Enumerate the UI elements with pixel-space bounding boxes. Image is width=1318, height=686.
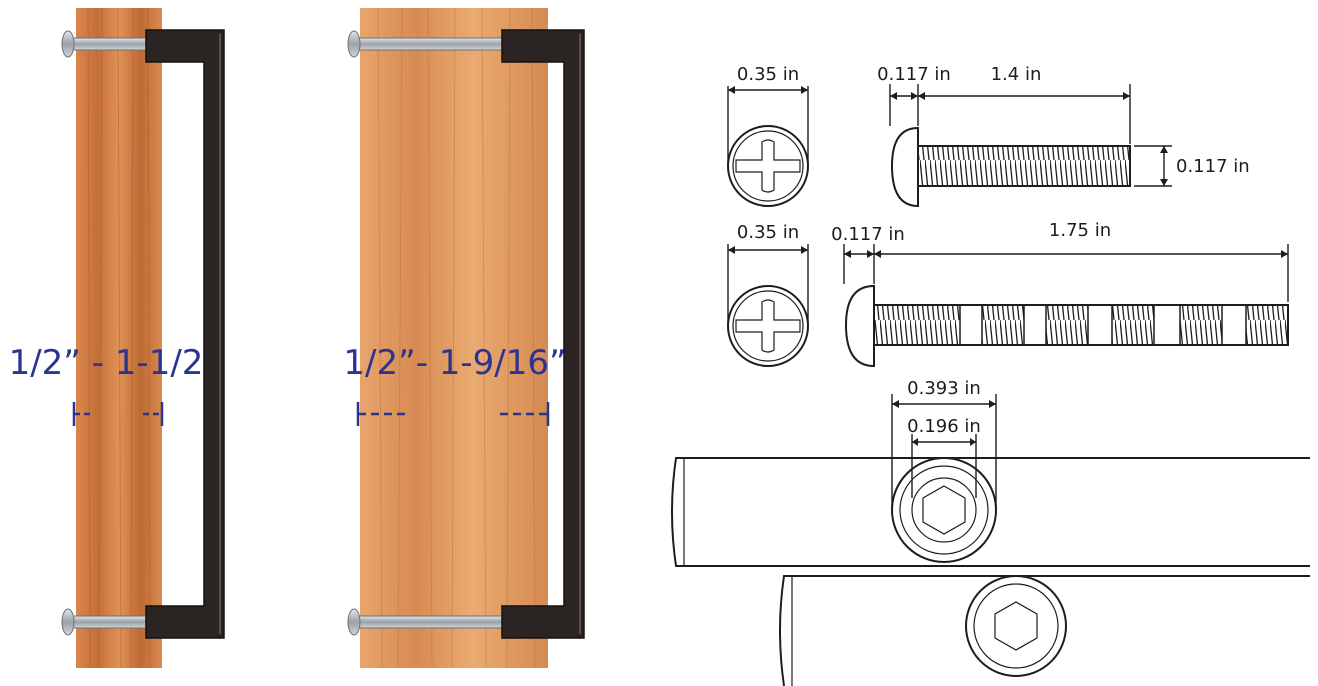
screw-thread-short xyxy=(917,145,1131,187)
hex-socket-icon xyxy=(922,485,966,535)
wood-grain-middle xyxy=(377,7,536,669)
standoff-outer-circle-lower xyxy=(965,575,1067,677)
phillips-slot-icon xyxy=(735,139,801,193)
phillips-slot-icon xyxy=(735,299,801,353)
middle-panel: 1/2”- 1-9/16” xyxy=(343,7,585,669)
wood-board-left xyxy=(76,8,162,668)
thickness-bracket-middle xyxy=(356,402,550,426)
screw-head-end-view-long xyxy=(727,285,809,367)
screw-head-end-view-short xyxy=(727,125,809,207)
head-diameter-short: 0.35 in xyxy=(737,64,799,85)
hex-socket-icon xyxy=(994,601,1038,651)
screw-long-diagram: 0.35 in 0.117 in 1.75 in xyxy=(727,220,1289,368)
head-height-long: 0.117 in xyxy=(831,224,905,245)
standoff-outer-circle xyxy=(891,457,997,563)
head-diameter-long: 0.35 in xyxy=(737,222,799,243)
shank-length-long: 1.75 in xyxy=(1049,220,1111,241)
head-height-short: 0.117 in xyxy=(877,64,951,85)
screw-head-side-short xyxy=(890,126,919,208)
standoff-diagram: 0.393 in 0.196 in xyxy=(671,378,1310,686)
wood-board-middle xyxy=(360,8,548,668)
screw-thread-long xyxy=(873,304,1289,346)
screw-head-side-long xyxy=(844,284,875,368)
thickness-label-middle: 1/2”- 1-9/16” xyxy=(343,343,566,383)
thickness-label-left: 1/2” - 1-1/2 xyxy=(9,343,204,383)
wood-grain-left xyxy=(87,7,151,669)
screw-short-diagram: 0.35 in 0.117 in 1.4 in 0.117 in xyxy=(727,64,1250,208)
screw-bottom-middle xyxy=(347,608,509,636)
handle-bar-middle xyxy=(501,29,585,639)
screw-top-middle xyxy=(347,30,509,58)
thickness-bracket-left xyxy=(72,402,164,426)
inner-diameter: 0.196 in xyxy=(907,416,981,437)
thread-diameter-short: 0.117 in xyxy=(1176,156,1250,177)
handle-bar-left xyxy=(145,29,225,639)
outer-diameter: 0.393 in xyxy=(907,378,981,399)
shank-length-short: 1.4 in xyxy=(991,64,1042,85)
left-panel: 1/2” - 1-1/2 xyxy=(9,7,225,669)
